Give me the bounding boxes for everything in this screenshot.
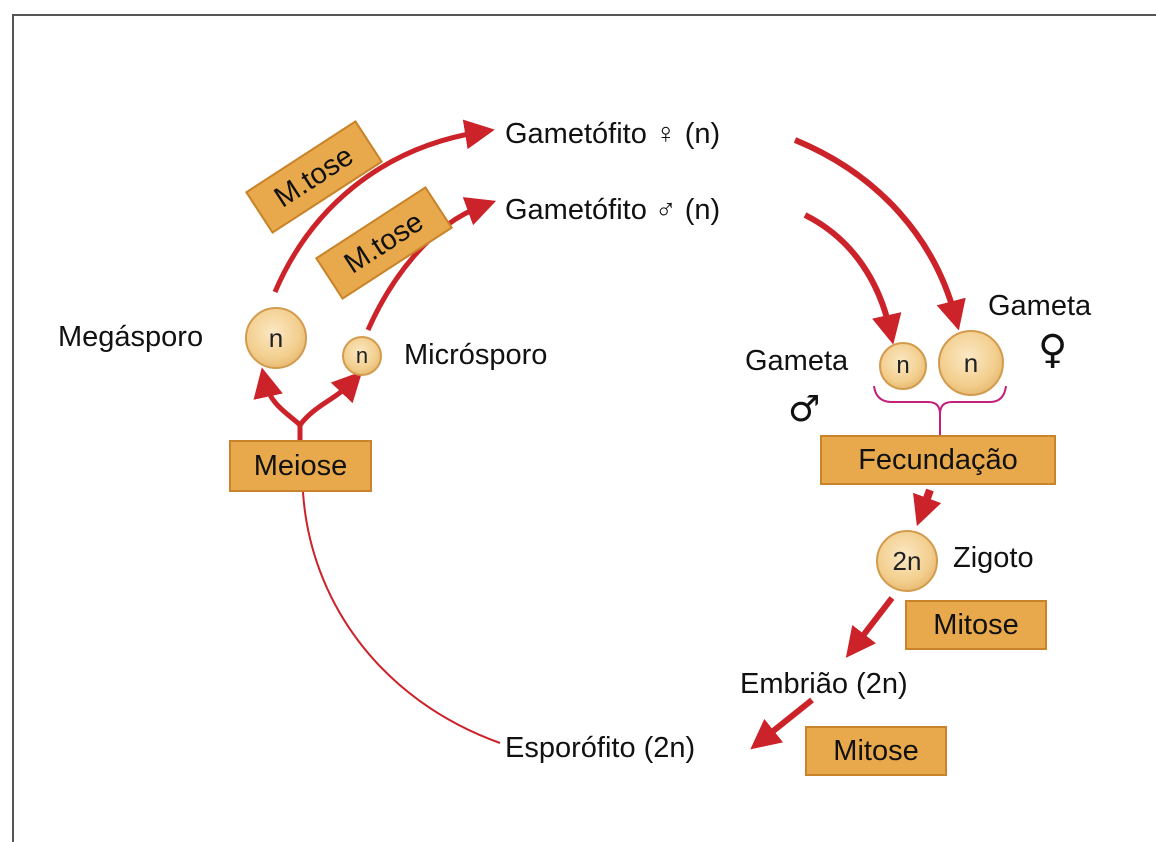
gameta-male-label: Gameta xyxy=(745,345,849,377)
gameta-female-cell: n xyxy=(938,330,1004,396)
mitose-box-embriao: Mitose xyxy=(805,726,947,776)
arrow-megasporo-to-gametofito-f xyxy=(272,119,495,293)
embriao-label: Embrião (2n) xyxy=(740,668,908,700)
arrow-meiose-to-megasporo xyxy=(253,367,303,440)
esporofito-label: Esporófito (2n) xyxy=(505,732,696,764)
fecundacao-box: Fecundação xyxy=(820,435,1056,485)
arrow-microsporo-to-gametofito-m xyxy=(365,197,497,332)
arrow-meiose-to-microsporo xyxy=(298,371,363,427)
arrow-zigoto-to-embriao xyxy=(845,596,895,658)
gameta-female-label: Gameta xyxy=(988,290,1092,322)
arrow-embriao-to-esporofito xyxy=(750,697,814,750)
gametofito-male-label: Gametófito ♂ (n) xyxy=(505,194,721,226)
zigoto-cell: 2n xyxy=(876,530,938,592)
arrow-fecundacao-to-zigoto xyxy=(913,488,942,527)
arrow-gametofito-f-to-gameta-f xyxy=(793,137,966,331)
mitose-box-zigoto: Mitose xyxy=(905,600,1047,650)
megasporo-label: Megásporo xyxy=(58,321,204,353)
microsporo-cell: n xyxy=(342,336,382,376)
arrow-esporofito-to-meiose xyxy=(302,491,501,744)
gametofito-female-label: Gametófito ♀ (n) xyxy=(505,118,721,150)
megasporo-cell: n xyxy=(245,307,307,369)
microsporo-label: Micrósporo xyxy=(404,339,548,371)
diagram-frame xyxy=(12,14,1156,842)
male-symbol: ♂ xyxy=(788,389,821,430)
gameta-male-cell: n xyxy=(879,342,927,390)
arrow-gametofito-m-to-gameta-m xyxy=(803,212,902,345)
meiose-box: Meiose xyxy=(229,440,372,492)
female-symbol: ♀ xyxy=(1038,327,1068,373)
zigoto-label: Zigoto xyxy=(953,542,1034,574)
